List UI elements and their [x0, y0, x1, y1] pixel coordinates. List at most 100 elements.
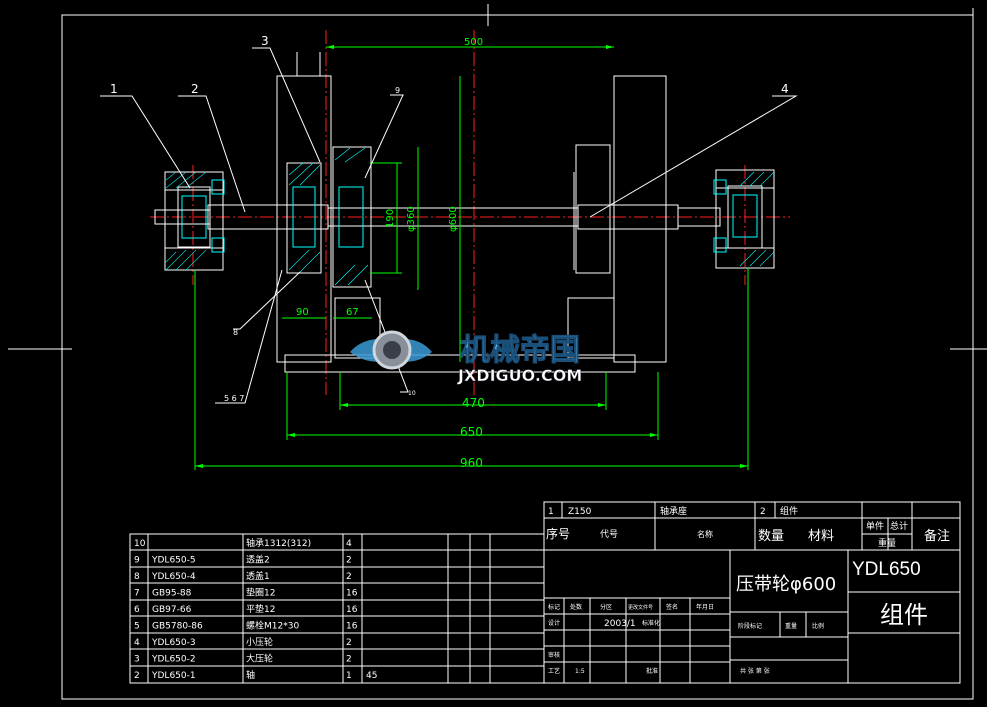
drawing-frame: [8, 4, 987, 700]
parts-cell-name: 螺栓M12*30: [246, 620, 299, 632]
parts-cell-name: 平垫12: [246, 603, 275, 615]
parts-cell-name: 透盖2: [246, 554, 270, 566]
dim-67: 67: [346, 307, 359, 318]
tb-mark: 标记: [548, 603, 560, 611]
hdr-unit: 单件: [866, 520, 884, 532]
parts-cell-qty: 16: [346, 605, 358, 615]
hdr-total: 总计: [890, 520, 908, 532]
parts-cell-name: 大压轮: [246, 653, 273, 665]
balloon-10: 10: [408, 390, 416, 397]
shaft: [154, 204, 721, 230]
balloon-2: 2: [191, 82, 199, 96]
hdr-code: 代号: [600, 529, 618, 540]
hdr-remark: 备注: [924, 528, 950, 544]
tb-stage: 阶段标记: [738, 622, 762, 630]
parts-cell-name: 透盖1: [246, 570, 270, 582]
title-code: YDL650: [852, 559, 921, 580]
dim-650: 650: [460, 425, 483, 439]
bom-row1-name: 轴承座: [660, 505, 687, 517]
tb-ymd: 年月日: [696, 603, 714, 611]
parts-cell-qty: 2: [346, 638, 352, 648]
hdr-seq: 序号: [546, 526, 570, 541]
parts-cell-qty: 1: [346, 671, 352, 681]
tb-sign: 签名: [666, 603, 678, 611]
dimension-lines: [194, 46, 749, 470]
parts-cell-no: 8: [134, 572, 140, 582]
hdr-mat: 材料: [808, 529, 834, 544]
parts-cell-name: 轴承1312(312): [246, 537, 311, 549]
tb-scale: 1:5: [575, 668, 585, 675]
parts-cell-no: 9: [134, 556, 140, 566]
pulley-hatch: [288, 147, 369, 286]
bom-row1-no: 1: [548, 507, 554, 517]
balloon-1: 1: [110, 82, 118, 96]
parts-rows: 10 轴承1312(312) 4 9 YDL650-5 透盖2 2 8 YDL650-4 透盖1 2…: [134, 537, 377, 681]
parts-cell-qty: 16: [346, 622, 358, 632]
parts-cell-code: YDL650-1: [151, 671, 196, 681]
tb-approve: 批准: [646, 667, 658, 675]
tb-sheets: 共 张 第 张: [740, 667, 770, 675]
dim-190: 190: [385, 209, 396, 228]
parts-cell-mat: 45: [366, 671, 377, 681]
dim-90: 90: [296, 307, 309, 318]
parts-cell-no: 6: [134, 605, 140, 615]
balloon-3: 3: [261, 34, 269, 48]
parts-cell-no: 3: [134, 655, 140, 665]
parts-cell-name: 垫圈12: [246, 587, 275, 599]
tb-ratio: 比例: [812, 622, 824, 630]
dim-470: 470: [462, 396, 485, 410]
tb-audit: 审核: [548, 651, 560, 659]
bom-row1-mat: 组件: [780, 505, 798, 517]
parts-cell-qty: 2: [346, 655, 352, 665]
parts-cell-name: 小压轮: [246, 636, 273, 648]
title-kind: 组件: [880, 601, 928, 629]
tb-weight: 重量: [785, 622, 797, 630]
dimension-arrows: [195, 45, 748, 468]
left-pulley-assembly: [276, 52, 636, 373]
dim-500: 500: [464, 37, 483, 48]
parts-cell-code: YDL650-4: [151, 572, 196, 582]
dim-phi600: φ600: [448, 206, 459, 232]
right-housing-hatch: [739, 171, 775, 267]
parts-cell-qty: 2: [346, 556, 352, 566]
parts-cell-qty: 4: [346, 539, 352, 549]
dim-960: 960: [460, 456, 483, 470]
balloon-9: 9: [395, 86, 400, 95]
main-pulley: [567, 75, 667, 363]
tb-date: 2003/1: [604, 619, 636, 629]
right-bearing-housing: [713, 169, 775, 269]
tb-zone: 分区: [600, 603, 612, 611]
parts-cell-no: 4: [134, 638, 140, 648]
parts-cell-code: YDL650-5: [151, 556, 196, 566]
parts-cell-no: 7: [134, 589, 140, 599]
parts-cell-name: 轴: [246, 669, 255, 681]
title-name: 压带轮φ600: [736, 574, 836, 595]
watermark: 机械帝国 JXDIGUO.COM: [350, 330, 583, 385]
parts-cell-code: YDL650-3: [151, 638, 196, 648]
parts-cell-code: GB95-88: [152, 589, 192, 599]
hdr-weight: 重量: [878, 537, 896, 549]
hdr-name: 名称: [697, 529, 713, 539]
watermark-en: JXDIGUO.COM: [457, 366, 582, 385]
bom-row1-code: Z150: [568, 507, 592, 517]
leader-lines: [100, 47, 798, 404]
parts-cell-code: GB5780-86: [152, 622, 203, 632]
title-block-grid: [543, 549, 961, 684]
parts-cell-no: 10: [134, 539, 146, 549]
dim-phi360: φ360: [406, 206, 417, 232]
centerlines: [150, 30, 790, 395]
balloon-4: 4: [781, 82, 789, 96]
balloon-567: 5 6 7: [224, 394, 244, 403]
left-housing-hatch: [165, 171, 207, 271]
tb-craft: 工艺: [548, 667, 560, 675]
parts-cell-code: YDL650-2: [151, 655, 196, 665]
bom-row1-qty: 2: [760, 507, 766, 517]
parts-cell-qty: 16: [346, 589, 358, 599]
hdr-qty: 数量: [758, 529, 784, 544]
tb-count: 处数: [570, 603, 582, 611]
parts-cell-code: GB97-66: [152, 605, 192, 615]
parts-cell-no: 2: [134, 671, 140, 681]
parts-cell-qty: 2: [346, 572, 352, 582]
tb-design: 设计: [548, 619, 560, 627]
